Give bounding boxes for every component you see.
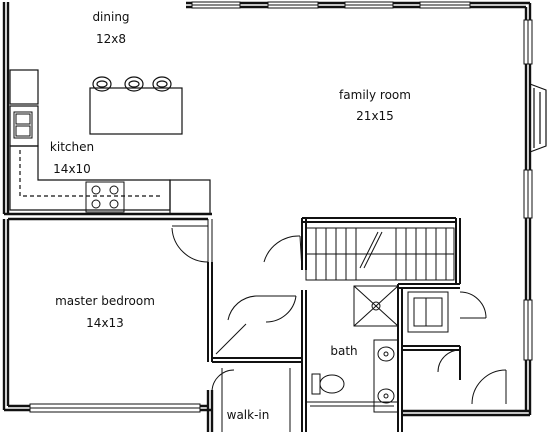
right-windows — [523, 19, 533, 361]
toilet-icon — [311, 373, 345, 395]
room-size-dining: 12x8 — [95, 32, 126, 46]
bedroom-door — [171, 219, 213, 263]
room-label-bath: bath — [330, 344, 358, 358]
kitchen-island — [89, 76, 183, 135]
cooktop-icon — [85, 181, 125, 213]
room-label-walk-in: walk-in — [226, 408, 270, 422]
shower-icon — [353, 285, 399, 327]
room-size-master-bedroom: 14x13 — [86, 316, 124, 330]
bottom-window — [29, 403, 201, 413]
closet-doors — [215, 235, 303, 355]
room-size-kitchen: 14x10 — [53, 162, 91, 176]
staircase — [305, 227, 455, 281]
kitchen-sink — [13, 111, 33, 139]
walk-in-closet — [211, 368, 291, 432]
interior-walls — [207, 217, 461, 432]
laundry-doors — [437, 291, 507, 405]
vanity-sinks — [373, 339, 399, 413]
room-label-dining: dining — [92, 10, 130, 24]
washer-icon — [407, 291, 449, 333]
fireplace — [529, 83, 547, 153]
room-label-family-room: family room — [339, 88, 411, 102]
top-windows — [191, 1, 471, 9]
room-label-master-bedroom: master bedroom — [55, 294, 155, 308]
kitchen-counters — [9, 69, 211, 215]
pantry-door — [306, 401, 398, 407]
room-label-kitchen: kitchen — [49, 140, 95, 154]
room-size-family-room: 21x15 — [356, 109, 394, 123]
